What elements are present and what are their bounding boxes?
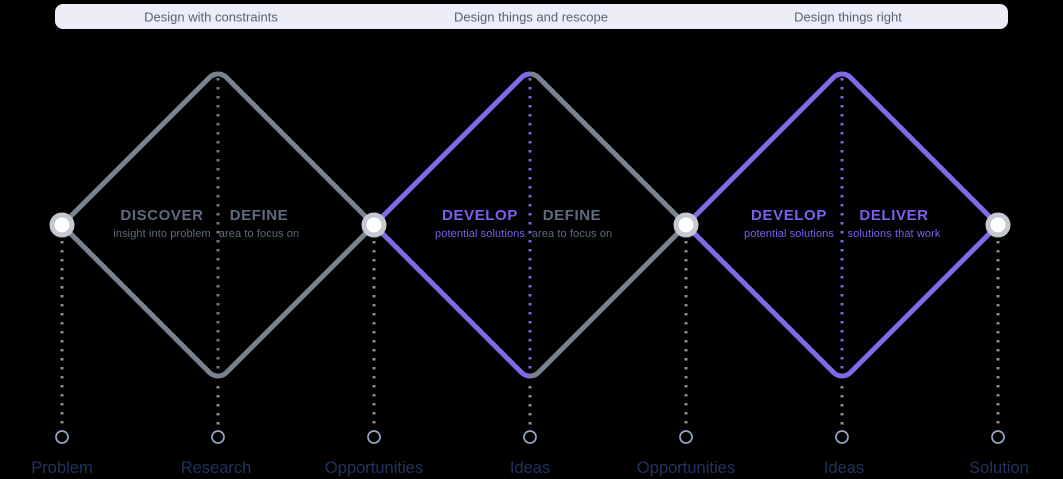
phase-define-2: DEFINE area to focus on bbox=[532, 207, 613, 241]
phase-develop-1-subtitle: potential solutions bbox=[435, 228, 525, 240]
node-problem bbox=[49, 212, 75, 238]
node-solution bbox=[985, 212, 1011, 238]
phase-deliver-subtitle: solutions that work bbox=[847, 228, 941, 240]
phase-discover-subtitle: insight into problem bbox=[113, 228, 211, 240]
marker-opportunities-2 bbox=[679, 430, 693, 444]
milestone-markers bbox=[55, 430, 1005, 444]
junction-nodes bbox=[49, 212, 1011, 238]
phase-header-bar: Design with constraints Design things an… bbox=[55, 4, 1008, 29]
milestone-ideas-2: Ideas bbox=[823, 459, 865, 477]
phase-define-2-title: DEFINE bbox=[542, 207, 602, 224]
milestone-opportunities-1: Opportunities bbox=[324, 459, 424, 477]
diamond-2-right-outline bbox=[530, 71, 684, 379]
phase-discover: DISCOVER insight into problem bbox=[113, 207, 210, 241]
milestone-solution: Solution bbox=[969, 459, 1029, 477]
phase-define-2-subtitle: area to focus on bbox=[531, 228, 613, 240]
diamond-1-outline bbox=[64, 71, 372, 379]
node-opportunities-1 bbox=[361, 212, 387, 238]
phase-header-right: Design things right bbox=[794, 9, 902, 24]
milestone-problem: Problem bbox=[31, 459, 93, 477]
marker-solution bbox=[991, 430, 1005, 444]
node-opportunities-2 bbox=[673, 212, 699, 238]
phase-define-1-subtitle: area to focus on bbox=[218, 228, 300, 240]
phase-deliver-title: DELIVER bbox=[859, 207, 929, 224]
milestone-drop-lines bbox=[60, 241, 1000, 427]
diamond-3-outline bbox=[688, 71, 996, 379]
diamond-2-left-outline bbox=[376, 71, 530, 379]
phase-develop-1: DEVELOP potential solutions bbox=[435, 207, 525, 241]
diamond-develop-deliver bbox=[688, 71, 996, 379]
phase-develop-2: DEVELOP potential solutions bbox=[744, 207, 834, 241]
marker-opportunities-1 bbox=[367, 430, 381, 444]
marker-ideas-1 bbox=[523, 430, 537, 444]
phase-define-1-title: DEFINE bbox=[229, 207, 289, 224]
marker-ideas-2 bbox=[835, 430, 849, 444]
marker-research bbox=[211, 430, 225, 444]
milestone-opportunities-2: Opportunities bbox=[636, 459, 736, 477]
diamond-discover-define bbox=[64, 71, 372, 379]
phase-develop-1-title: DEVELOP bbox=[442, 207, 518, 224]
marker-problem bbox=[55, 430, 69, 444]
phase-header-discover: Design with constraints bbox=[144, 9, 278, 24]
milestone-ideas-1: Ideas bbox=[509, 459, 551, 477]
diamond-develop-define bbox=[376, 71, 684, 379]
phase-discover-title: DISCOVER bbox=[120, 207, 204, 224]
milestone-research: Research bbox=[180, 459, 252, 477]
phase-develop-2-title: DEVELOP bbox=[751, 207, 827, 224]
phase-define-1: DEFINE area to focus on bbox=[219, 207, 300, 241]
phase-develop-2-subtitle: potential solutions bbox=[744, 228, 834, 240]
phase-deliver: DELIVER solutions that work bbox=[848, 207, 941, 241]
phase-header-rescope: Design things and rescope bbox=[454, 9, 608, 24]
